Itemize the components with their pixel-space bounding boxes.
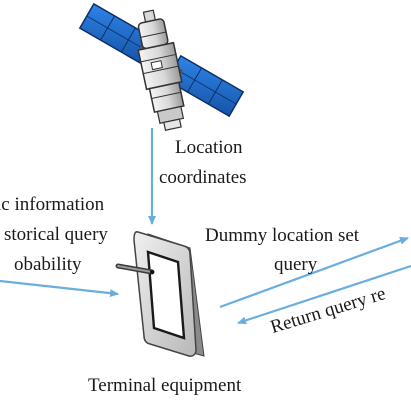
satellite-icon: [78, 2, 245, 131]
arrow-dummy-query: [219, 236, 409, 309]
terminal-device-icon: [115, 231, 205, 357]
arrow-return-query: [237, 264, 411, 325]
info-label-line1: ic information: [0, 194, 105, 215]
arrow-historical-info: [0, 279, 119, 298]
dummy-query-label-line2: query: [274, 254, 318, 275]
dummy-query-label-line1: Dummy location set: [205, 225, 360, 246]
terminal-equipment-label: Terminal equipment: [88, 375, 242, 396]
info-label-line3: obability: [14, 254, 82, 275]
location-label-line1: Location: [175, 137, 243, 158]
info-label-line2: storical query: [4, 224, 108, 245]
location-label-line2: coordinates: [159, 167, 247, 188]
